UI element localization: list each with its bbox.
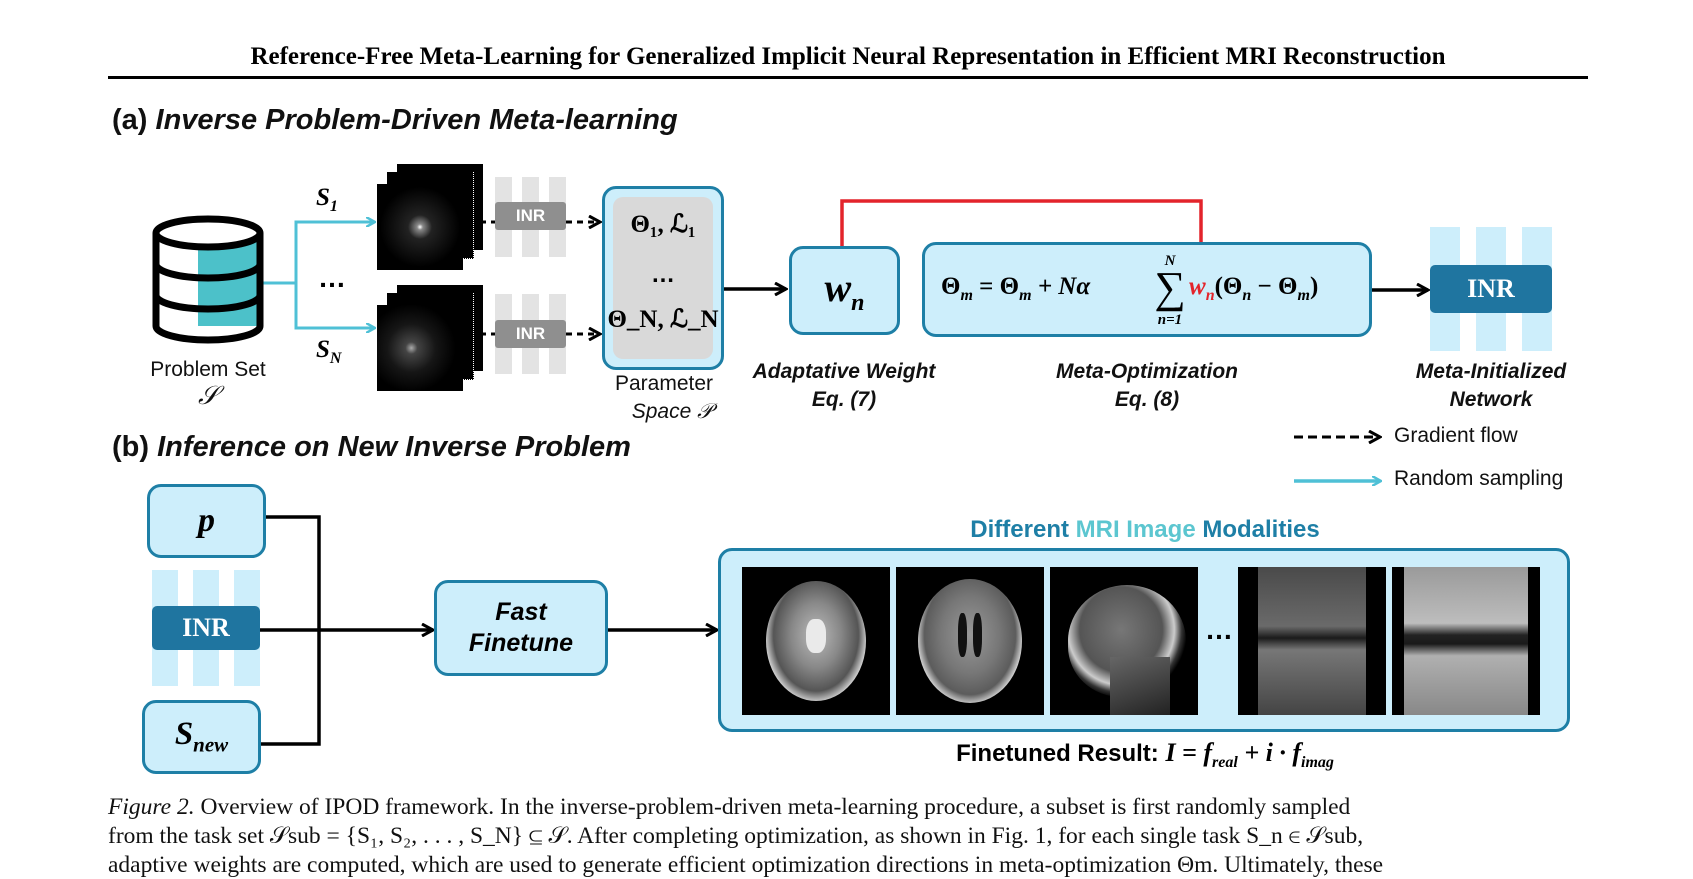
flow-arrows-b — [260, 515, 717, 746]
parameter-space-box: Θ₁, ℒ₁ … Θ_N, ℒ_N — [602, 186, 724, 370]
panel-b-title: Inference on New Inverse Problem — [157, 431, 631, 463]
inr-small-first-label: INR — [495, 202, 566, 230]
kspace-stack-first — [377, 164, 483, 270]
panel-b-prefix: (b) — [112, 431, 150, 463]
sum-icon: ∑ — [1154, 263, 1186, 312]
adaptive-weight-box: wn — [789, 246, 900, 335]
caption-line-2: from the task set 𝒮sub = {S₁, S₂, . . . … — [108, 823, 1364, 849]
fast-finetune-box: Fast Finetune — [434, 580, 608, 676]
caption-figure-label: Figure 2. — [108, 794, 195, 820]
weight-feedback-arrow — [840, 199, 1201, 273]
panel-b-heading: (b) Inference on New Inverse Problem — [112, 431, 631, 464]
caption-line-1: Figure 2. Overview of IPOD framework. In… — [108, 794, 1351, 820]
meta-optimization-label-2: Eq. (8) — [1114, 388, 1180, 411]
task-first-label: S1 — [316, 184, 338, 215]
modalities-ellipsis: … — [1205, 614, 1233, 645]
task-ellipsis: … — [318, 262, 346, 293]
mri-axial-flair-image — [896, 567, 1044, 715]
weight-symbol: wn — [824, 265, 865, 316]
meta-initialized-network: INR — [1430, 227, 1552, 351]
inr-small-last-label: INR — [495, 320, 566, 348]
panel-a-prefix: (a) — [112, 104, 148, 136]
param-last: Θ_N, ℒ_N — [607, 306, 719, 333]
meta-optimization-box: Θm = Θm + Nα N ∑ n=1 wn(Θn − Θm) — [922, 242, 1372, 337]
inr-small-last: INR — [495, 294, 568, 374]
adaptive-weight-label-2: Eq. (7) — [811, 388, 877, 411]
mri-knee-fs-image — [1238, 567, 1386, 715]
meta-equation: Θm = Θm + Nα — [941, 273, 1091, 304]
param-first: Θ₁, ℒ₁ — [630, 211, 696, 238]
network-label-2: Network — [1449, 388, 1533, 411]
new-task-symbol: Snew — [174, 716, 229, 757]
meta-equation-rhs: wn(Θn − Θm) — [1189, 273, 1319, 304]
task-last-label: SN — [316, 336, 342, 367]
legend-gradient-flow: Gradient flow — [1394, 424, 1518, 447]
sampling-arrows — [262, 222, 374, 328]
modalities-title: Different MRI Image Modalities — [970, 516, 1320, 543]
inr-small-first: INR — [495, 177, 568, 257]
pattern-symbol: p — [198, 502, 215, 539]
pattern-box: p — [147, 484, 266, 558]
inr-big-label: INR — [1430, 265, 1552, 313]
panel-a-heading: (a) Inverse Problem-Driven Meta-learning — [112, 104, 678, 137]
fast-finetune-label-2: Finetune — [468, 629, 574, 657]
paper-running-title: Reference-Free Meta-Learning for General… — [250, 43, 1446, 70]
flow-arrows-a — [722, 289, 1428, 290]
param-ellipsis: … — [651, 261, 675, 288]
database-icon — [152, 215, 264, 344]
inr-b-label: INR — [152, 606, 260, 650]
fast-finetune-label-1: Fast — [495, 598, 547, 626]
legend-random-sampling: Random sampling — [1394, 467, 1564, 490]
param-space-label-1: Parameter — [614, 372, 714, 395]
new-task-box: Snew — [142, 700, 261, 774]
title-rule — [108, 76, 1588, 79]
adaptive-weight-label-1: Adaptative Weight — [752, 360, 936, 383]
sum-lower: n=1 — [1157, 312, 1183, 328]
panel-a-title: Inverse Problem-Driven Meta-learning — [155, 104, 678, 136]
problem-set-symbol: 𝒮 — [197, 381, 219, 410]
finetuned-result-label: Finetuned Result: I = freal + i · fimag — [956, 738, 1334, 772]
network-label-1: Meta-Initialized — [1415, 360, 1567, 383]
inr-network-b: INR — [152, 570, 260, 686]
problem-set-label: Problem Set — [150, 358, 266, 381]
mri-axial-t2-image — [742, 567, 890, 715]
mri-knee-pd-image — [1392, 567, 1540, 715]
param-space-label-2: Space 𝒫 — [631, 400, 713, 423]
sum-upper: N — [1164, 253, 1176, 269]
caption-line-3: adaptive weights are computed, which are… — [108, 852, 1384, 878]
meta-optimization-label-1: Meta-Optimization — [1056, 360, 1238, 383]
mri-sagittal-image — [1050, 567, 1198, 715]
kspace-stack-last — [377, 285, 483, 391]
